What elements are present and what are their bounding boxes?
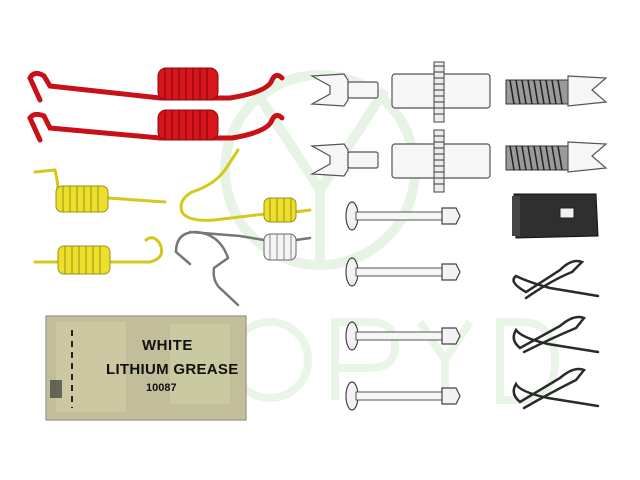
adjuster-fork-top bbox=[309, 73, 379, 107]
hold-down-pin-4 bbox=[345, 381, 461, 411]
red-return-spring-bottom bbox=[27, 109, 285, 143]
grease-part-number: 10087 bbox=[146, 382, 177, 394]
grease-packet bbox=[45, 315, 247, 421]
adjuster-screw-top bbox=[505, 75, 608, 107]
grease-label-line2: LITHIUM GREASE bbox=[106, 361, 239, 378]
yellow-adjuster-spring bbox=[179, 148, 312, 223]
wire-clip-1 bbox=[512, 259, 600, 300]
adjuster-sleeve-top bbox=[391, 61, 491, 123]
wire-clip-3 bbox=[512, 367, 600, 410]
hold-down-pin-2 bbox=[345, 257, 461, 287]
grease-label-line1: WHITE bbox=[142, 337, 193, 354]
hold-down-pin-1 bbox=[345, 201, 461, 231]
yellow-spring-upper bbox=[33, 168, 167, 213]
white-adjuster-spring bbox=[174, 230, 312, 307]
hold-down-pin-3 bbox=[345, 321, 461, 351]
parking-brake-strut-block bbox=[512, 193, 599, 239]
adjuster-sleeve-bottom bbox=[391, 129, 491, 193]
red-return-spring-top bbox=[27, 67, 285, 103]
adjuster-fork-bottom bbox=[309, 143, 379, 177]
yellow-spring-lower bbox=[33, 236, 164, 275]
adjuster-screw-bottom bbox=[505, 141, 608, 173]
wire-clip-2 bbox=[512, 315, 600, 354]
